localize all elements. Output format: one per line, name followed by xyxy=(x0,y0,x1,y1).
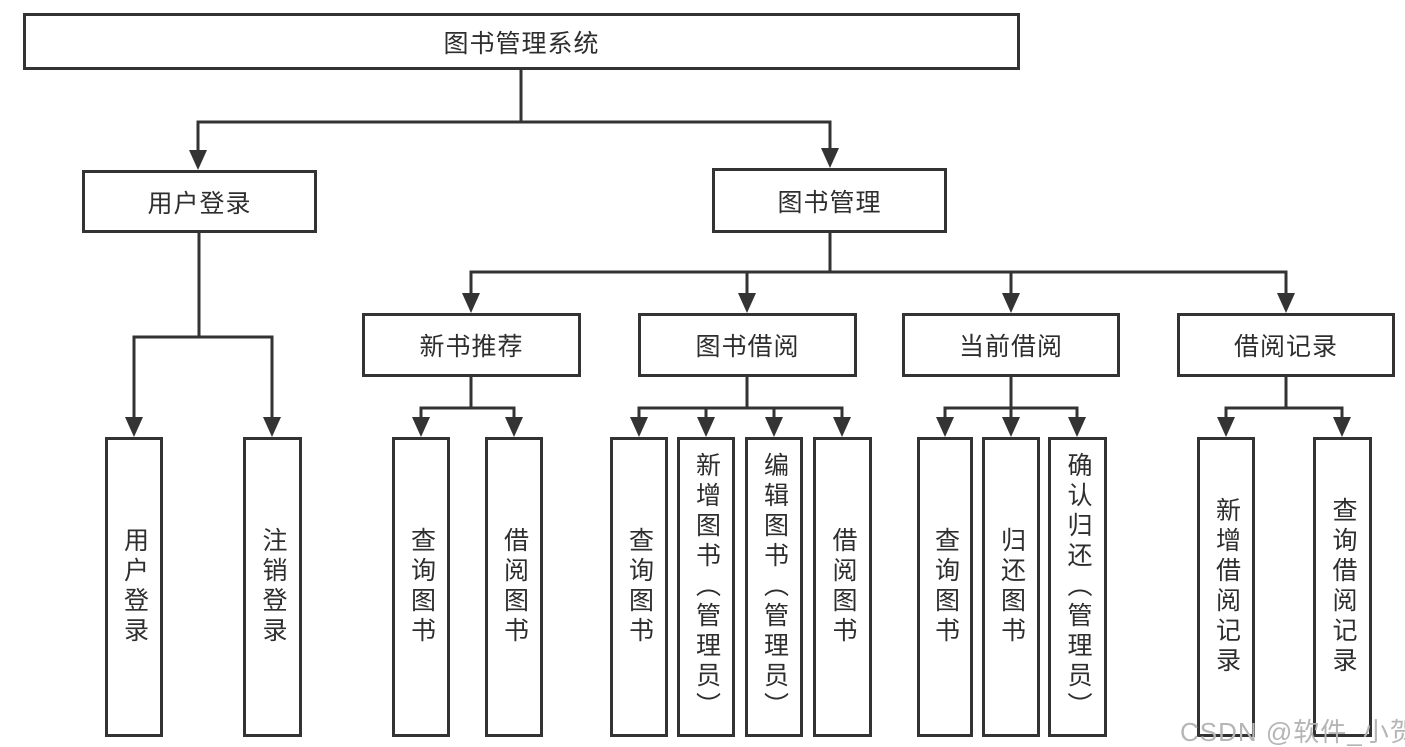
node-label: 归还图书 xyxy=(997,527,1026,647)
node-label: 确认归还（管理员） xyxy=(1064,452,1092,722)
node-label: 借阅图书 xyxy=(829,527,857,647)
node-user-login-branch: 用户登录 xyxy=(82,170,317,233)
node-label: 编辑图书（管理员） xyxy=(760,452,789,722)
node-leaf-query-books-2: 查询图书 xyxy=(610,437,668,737)
node-label: 查询借阅记录 xyxy=(1329,497,1357,677)
node-label: 借阅记录 xyxy=(1233,333,1338,361)
node-leaf-query-books-1: 查询图书 xyxy=(392,437,450,737)
node-label: 新书推荐 xyxy=(419,333,524,361)
node-label: 查询图书 xyxy=(407,527,436,647)
node-leaf-return-book: 归还图书 xyxy=(982,437,1040,737)
node-new-book-recommend: 新书推荐 xyxy=(362,313,581,377)
node-label: 图书借阅 xyxy=(695,333,800,361)
node-label: 借阅图书 xyxy=(500,527,529,647)
node-leaf-add-book-admin: 新增图书（管理员） xyxy=(677,437,735,737)
node-leaf-confirm-return-admin: 确认归还（管理员） xyxy=(1048,437,1107,737)
node-label: 注销登录 xyxy=(259,527,287,647)
node-label: 用户登录 xyxy=(120,527,149,647)
node-leaf-borrow-books-1: 借阅图书 xyxy=(485,437,543,737)
node-leaf-edit-book-admin: 编辑图书（管理员） xyxy=(745,437,803,737)
node-root-system: 图书管理系统 xyxy=(23,13,1020,70)
node-label: 查询图书 xyxy=(931,527,960,647)
node-label: 当前借阅 xyxy=(958,333,1063,361)
node-leaf-user-login: 用户登录 xyxy=(105,437,163,737)
node-leaf-query-borrow-record: 查询借阅记录 xyxy=(1313,437,1372,737)
node-label: 图书管理系统 xyxy=(443,29,600,58)
node-label: 用户登录 xyxy=(147,189,252,218)
node-current-borrowing: 当前借阅 xyxy=(902,313,1120,377)
node-label: 新增图书（管理员） xyxy=(692,452,721,722)
node-book-borrowing: 图书借阅 xyxy=(638,313,857,377)
node-label: 新增借阅记录 xyxy=(1212,497,1241,677)
node-leaf-query-books-3: 查询图书 xyxy=(917,437,973,737)
node-borrowing-records: 借阅记录 xyxy=(1177,313,1395,377)
csdn-watermark: CSDN @软件_小贺同学 xyxy=(1180,717,1405,747)
node-leaf-logout: 注销登录 xyxy=(243,437,302,737)
node-book-management-branch: 图书管理 xyxy=(712,168,947,233)
node-leaf-add-borrow-record: 新增借阅记录 xyxy=(1197,437,1255,737)
node-label: 查询图书 xyxy=(625,527,654,647)
node-label: 图书管理 xyxy=(777,188,882,217)
node-leaf-borrow-books-2: 借阅图书 xyxy=(813,437,872,737)
